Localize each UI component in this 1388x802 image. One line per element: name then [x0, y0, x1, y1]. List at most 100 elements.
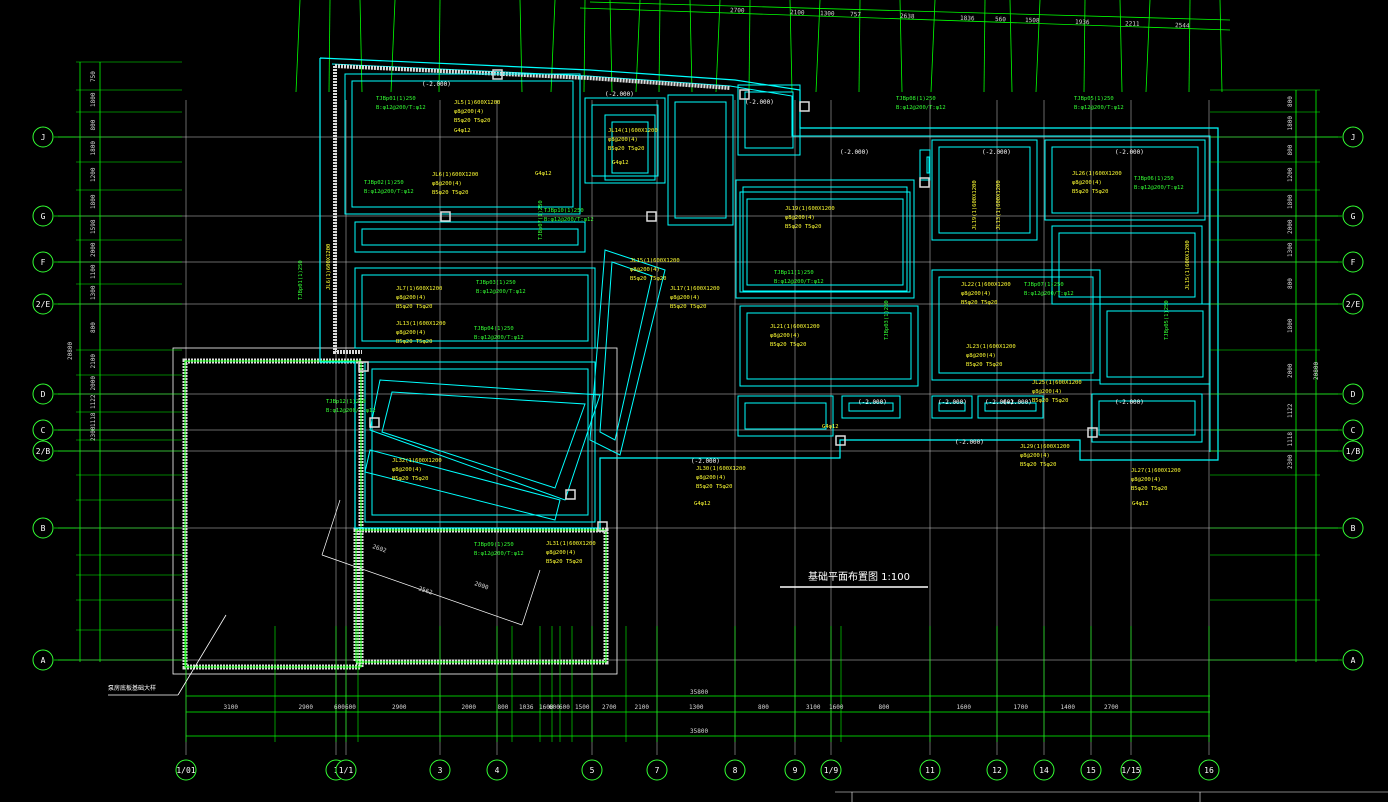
right-dim-text: 2300	[1287, 454, 1294, 469]
beam-inner-outline	[984, 402, 1037, 412]
beam-note-sub: φ8@200(4)	[454, 109, 484, 115]
bottom-dim-text: 1600	[957, 704, 972, 711]
beam-note-label: JL27(1)600X1200	[1131, 468, 1181, 474]
bottom-axis-bubble-circle	[1198, 759, 1220, 781]
top-dim-text: 2544	[1175, 22, 1190, 29]
bottom-axis-bubble-label: 7	[655, 766, 660, 775]
beam-inner-outline	[848, 402, 894, 412]
left-dim-text: 1800	[90, 92, 97, 107]
left-dim-text: 1122	[90, 394, 97, 409]
right-total-dim: 20800	[1313, 362, 1320, 380]
section-dim-line	[321, 554, 523, 626]
beam-note-sub: B5φ20 T5φ20	[1032, 398, 1068, 404]
left-dim-text: 1118	[90, 412, 97, 427]
bottom-axis-bubble-label: 9	[793, 766, 798, 775]
left-axis-bubble-label: F	[41, 258, 46, 267]
right-dim-text: 800	[1287, 278, 1294, 289]
column-hatch	[799, 101, 810, 112]
top-dim-baseline-2	[589, 1, 1231, 21]
left-dim-text: 1300	[90, 285, 97, 300]
right-dim-text: 2000	[1287, 363, 1294, 378]
beam-inner-outline	[1058, 232, 1196, 298]
right-dim-text: 2000	[1287, 219, 1294, 234]
left-axis-bubble-label: G	[41, 212, 46, 221]
slab-note-label: TJBp04(1)250	[474, 326, 514, 332]
left-dim-text: 750	[90, 71, 97, 82]
right-dim-text: 1200	[1287, 167, 1294, 182]
beam-note-sub: φ8@200(4)	[432, 181, 462, 187]
beam-note-label: JL32(1)600X1200	[392, 458, 442, 464]
top-dim-text: 1936	[1075, 19, 1090, 26]
bottom-axis-bubble-circle	[784, 759, 806, 781]
beam-note-sub: B5φ20 T5φ20	[670, 304, 706, 310]
beam-inner-outline	[1051, 146, 1199, 214]
column-hatch	[739, 89, 750, 100]
right-dim-text: 1122	[1287, 403, 1294, 418]
beam-note-sub: B5φ20 T5φ20	[392, 476, 428, 482]
section-dim-ext2	[521, 569, 541, 626]
top-extension-line	[328, 0, 331, 93]
skew-beam-a	[369, 379, 601, 501]
pump-room-wall-right-line	[355, 529, 607, 663]
left-dim-text: 1800	[90, 194, 97, 209]
column-hatch	[492, 69, 503, 80]
beam-inner-outline	[591, 104, 659, 177]
right-axis-bubble-label: J	[1351, 133, 1356, 142]
section-dim-text: 2562	[417, 585, 433, 596]
beam-note-sub: φ8@200(4)	[608, 137, 638, 143]
right-axis-bubble-label: 1/B	[1346, 447, 1361, 456]
g4-note: G4φ12	[535, 171, 552, 177]
left-axis-bubble-label: D	[41, 390, 46, 399]
beam-inner-outline	[351, 80, 574, 208]
bottom-dim-text: 1400	[1061, 704, 1076, 711]
vertical-note: JL15(1)600X1200	[1185, 240, 1191, 290]
slab-note-label: TJBp05(1)250	[1074, 96, 1114, 102]
bottom-axis-bubble-label: 14	[1039, 766, 1049, 775]
g4-note: G4φ12	[1132, 501, 1149, 507]
g4-note: G4φ12	[694, 501, 711, 507]
bottom-dim-text: 800	[879, 704, 890, 711]
g4-note: G4φ12	[612, 160, 629, 166]
beam-note-label: JL6(1)600X1200	[432, 172, 478, 178]
bottom-axis-bubble-label: 1/15	[1121, 766, 1140, 775]
foundation-beams	[172, 57, 1388, 802]
right-dim-text: 1800	[1287, 318, 1294, 333]
top-dim-text: 1836	[960, 15, 975, 22]
vertical-note: JL19(1)600X1200	[972, 180, 978, 230]
elevation-label: (-2.000)	[422, 81, 451, 88]
bottom-dim-text: 2000	[462, 704, 477, 711]
slab-note-sub: B:φ12@200/T:φ12	[376, 105, 426, 111]
right-axis-bubble-circle	[1342, 251, 1364, 273]
bottom-dim-text: 1700	[1014, 704, 1029, 711]
left-dim-text: 1100	[90, 264, 97, 279]
bottom-axis-bubble-circle	[919, 759, 941, 781]
left-axis-bubble-label: A	[41, 656, 46, 665]
slab-note-label: TJBp11(1)250	[774, 270, 814, 276]
top-extension-line	[390, 0, 396, 93]
left-dim-text: 1598	[90, 219, 97, 234]
beam-note-sub: B5φ20 T5φ20	[696, 484, 732, 490]
top-extension-line	[635, 0, 641, 93]
bottom-dim-text: 2900	[392, 704, 407, 711]
slab-note-sub: B:φ12@200/T:φ12	[544, 217, 594, 223]
beam-note-sub: B5φ20 T5φ20	[608, 146, 644, 152]
bottom-dim-text: 600	[559, 704, 570, 711]
elevation-label: (-2.000)	[938, 399, 967, 406]
left-dim-text: 2000	[90, 376, 97, 391]
slab-note-label: TJBp01(1)250	[376, 96, 416, 102]
vertical-note: TJBp05(1)250	[1164, 300, 1170, 340]
top-extension-line	[359, 0, 363, 93]
beam-inner-outline	[371, 368, 589, 516]
right-axis-bubble-label: A	[1351, 656, 1356, 665]
vertical-note: JL6(1)600X1200	[326, 244, 332, 290]
left-axis-bubble-circle	[32, 649, 54, 671]
bottom-axis-bubble-circle	[820, 759, 842, 781]
bottom-axis-bubble-label: 1/01	[176, 766, 195, 775]
left-dim-text: 2100	[90, 354, 97, 369]
beam-note-label: JL25(1)600X1200	[1032, 380, 1082, 386]
top-extension-line	[930, 0, 936, 93]
beam-note-sub: φ8@200(4)	[546, 550, 576, 556]
bottom-axis-bubble-label: 12	[992, 766, 1002, 775]
beam-outline	[739, 305, 919, 387]
elevation-label: (-2.000)	[840, 149, 869, 156]
